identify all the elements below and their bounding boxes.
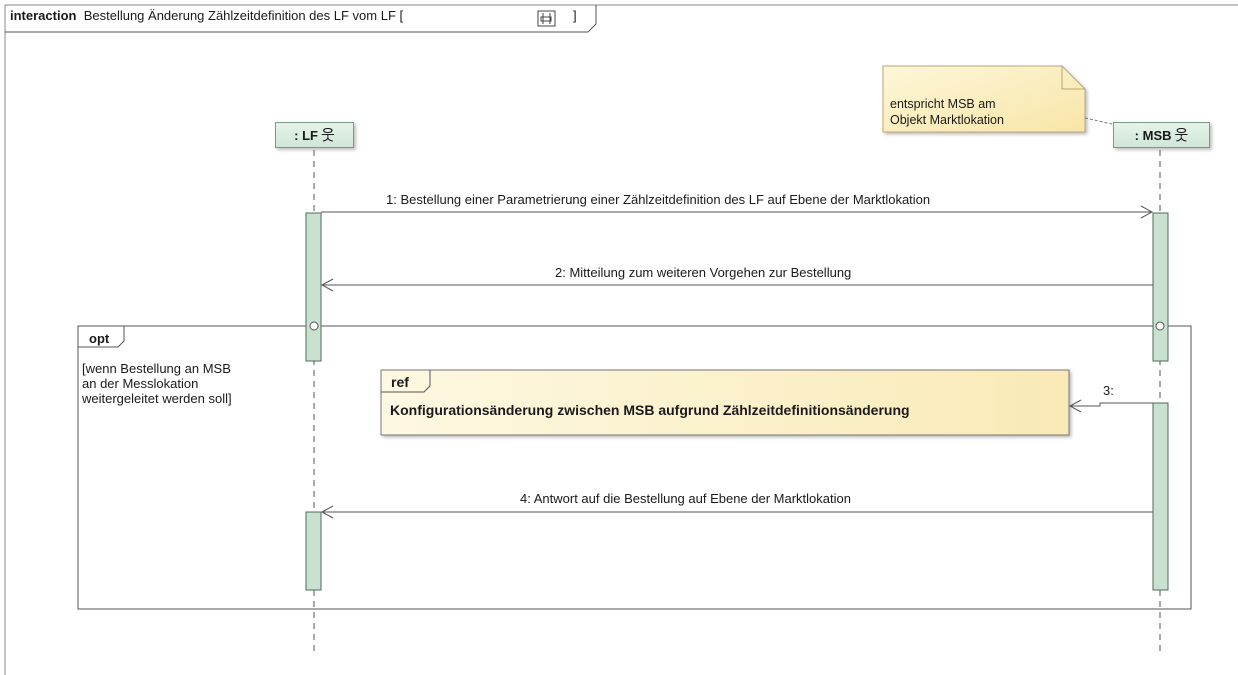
frame-keyword: interaction [10, 8, 77, 23]
guard-line-2: an der Messlokation [82, 376, 199, 391]
message-3-label: 3: [1103, 383, 1114, 398]
note: entspricht MSB am Objekt Marktlokation [890, 96, 1004, 128]
activation-lf-1 [305, 212, 322, 362]
actor-icon: 웃 [321, 126, 335, 144]
ref-operator: ref [391, 374, 409, 390]
note-line-2: Objekt Marktlokation [890, 113, 1004, 127]
message-3-arrowhead [1068, 399, 1082, 413]
activation-msb-1 [1152, 212, 1169, 362]
lifeline-head-msb[interactable]: : MSB 웃 [1113, 122, 1210, 148]
ref-box [380, 369, 1070, 436]
lifeline-head-lf[interactable]: : LF 웃 [275, 122, 354, 148]
activation-lf-2 [305, 511, 322, 591]
ref-tab [381, 370, 431, 393]
ref-text[interactable]: Konfigurationsänderung zwischen MSB aufg… [390, 402, 910, 418]
frame-title-text: Bestellung Änderung Zählzeitdefinition d… [83, 8, 404, 23]
guard-line-1: [wenn Bestellung an MSB [82, 361, 231, 376]
diagram-icon [537, 10, 556, 27]
frame-label-tab [5, 5, 597, 33]
lifeline-label-msb: : MSB [1134, 127, 1172, 143]
message-2-label: 2: Mitteilung zum weiteren Vorgehen zur … [555, 265, 852, 280]
guard-line-3: weitergeleitet werden soll] [82, 391, 232, 406]
message-3-line [1070, 402, 1153, 407]
frame-title-end: ] [573, 8, 577, 23]
note-shape [882, 65, 1086, 133]
note-fold [1061, 66, 1085, 90]
gate-msb [1155, 321, 1165, 331]
message-4-label: 4: Antwort auf die Bestellung auf Ebene … [520, 491, 851, 506]
opt-fragment [77, 325, 1192, 610]
interaction-frame [4, 4, 1238, 675]
message-1-label: 1: Bestellung einer Parametrierung einer… [386, 192, 931, 207]
message-1-arrowhead [1140, 205, 1154, 219]
message-4-arrowhead [320, 505, 334, 519]
opt-fragment-tab [78, 326, 125, 348]
gate-lf [309, 321, 319, 331]
frame-title: interaction Bestellung Änderung Zählzeit… [10, 8, 403, 23]
lifeline-label-lf: : LF [294, 127, 318, 143]
opt-guard: [wenn Bestellung an MSB an der Messlokat… [82, 361, 292, 406]
opt-operator: opt [89, 331, 110, 346]
message-2-arrowhead [320, 278, 334, 292]
activation-msb-2 [1152, 402, 1169, 591]
actor-icon: 웃 [1174, 126, 1189, 144]
note-line-1: entspricht MSB am [890, 97, 996, 111]
note-connector [1084, 117, 1113, 125]
